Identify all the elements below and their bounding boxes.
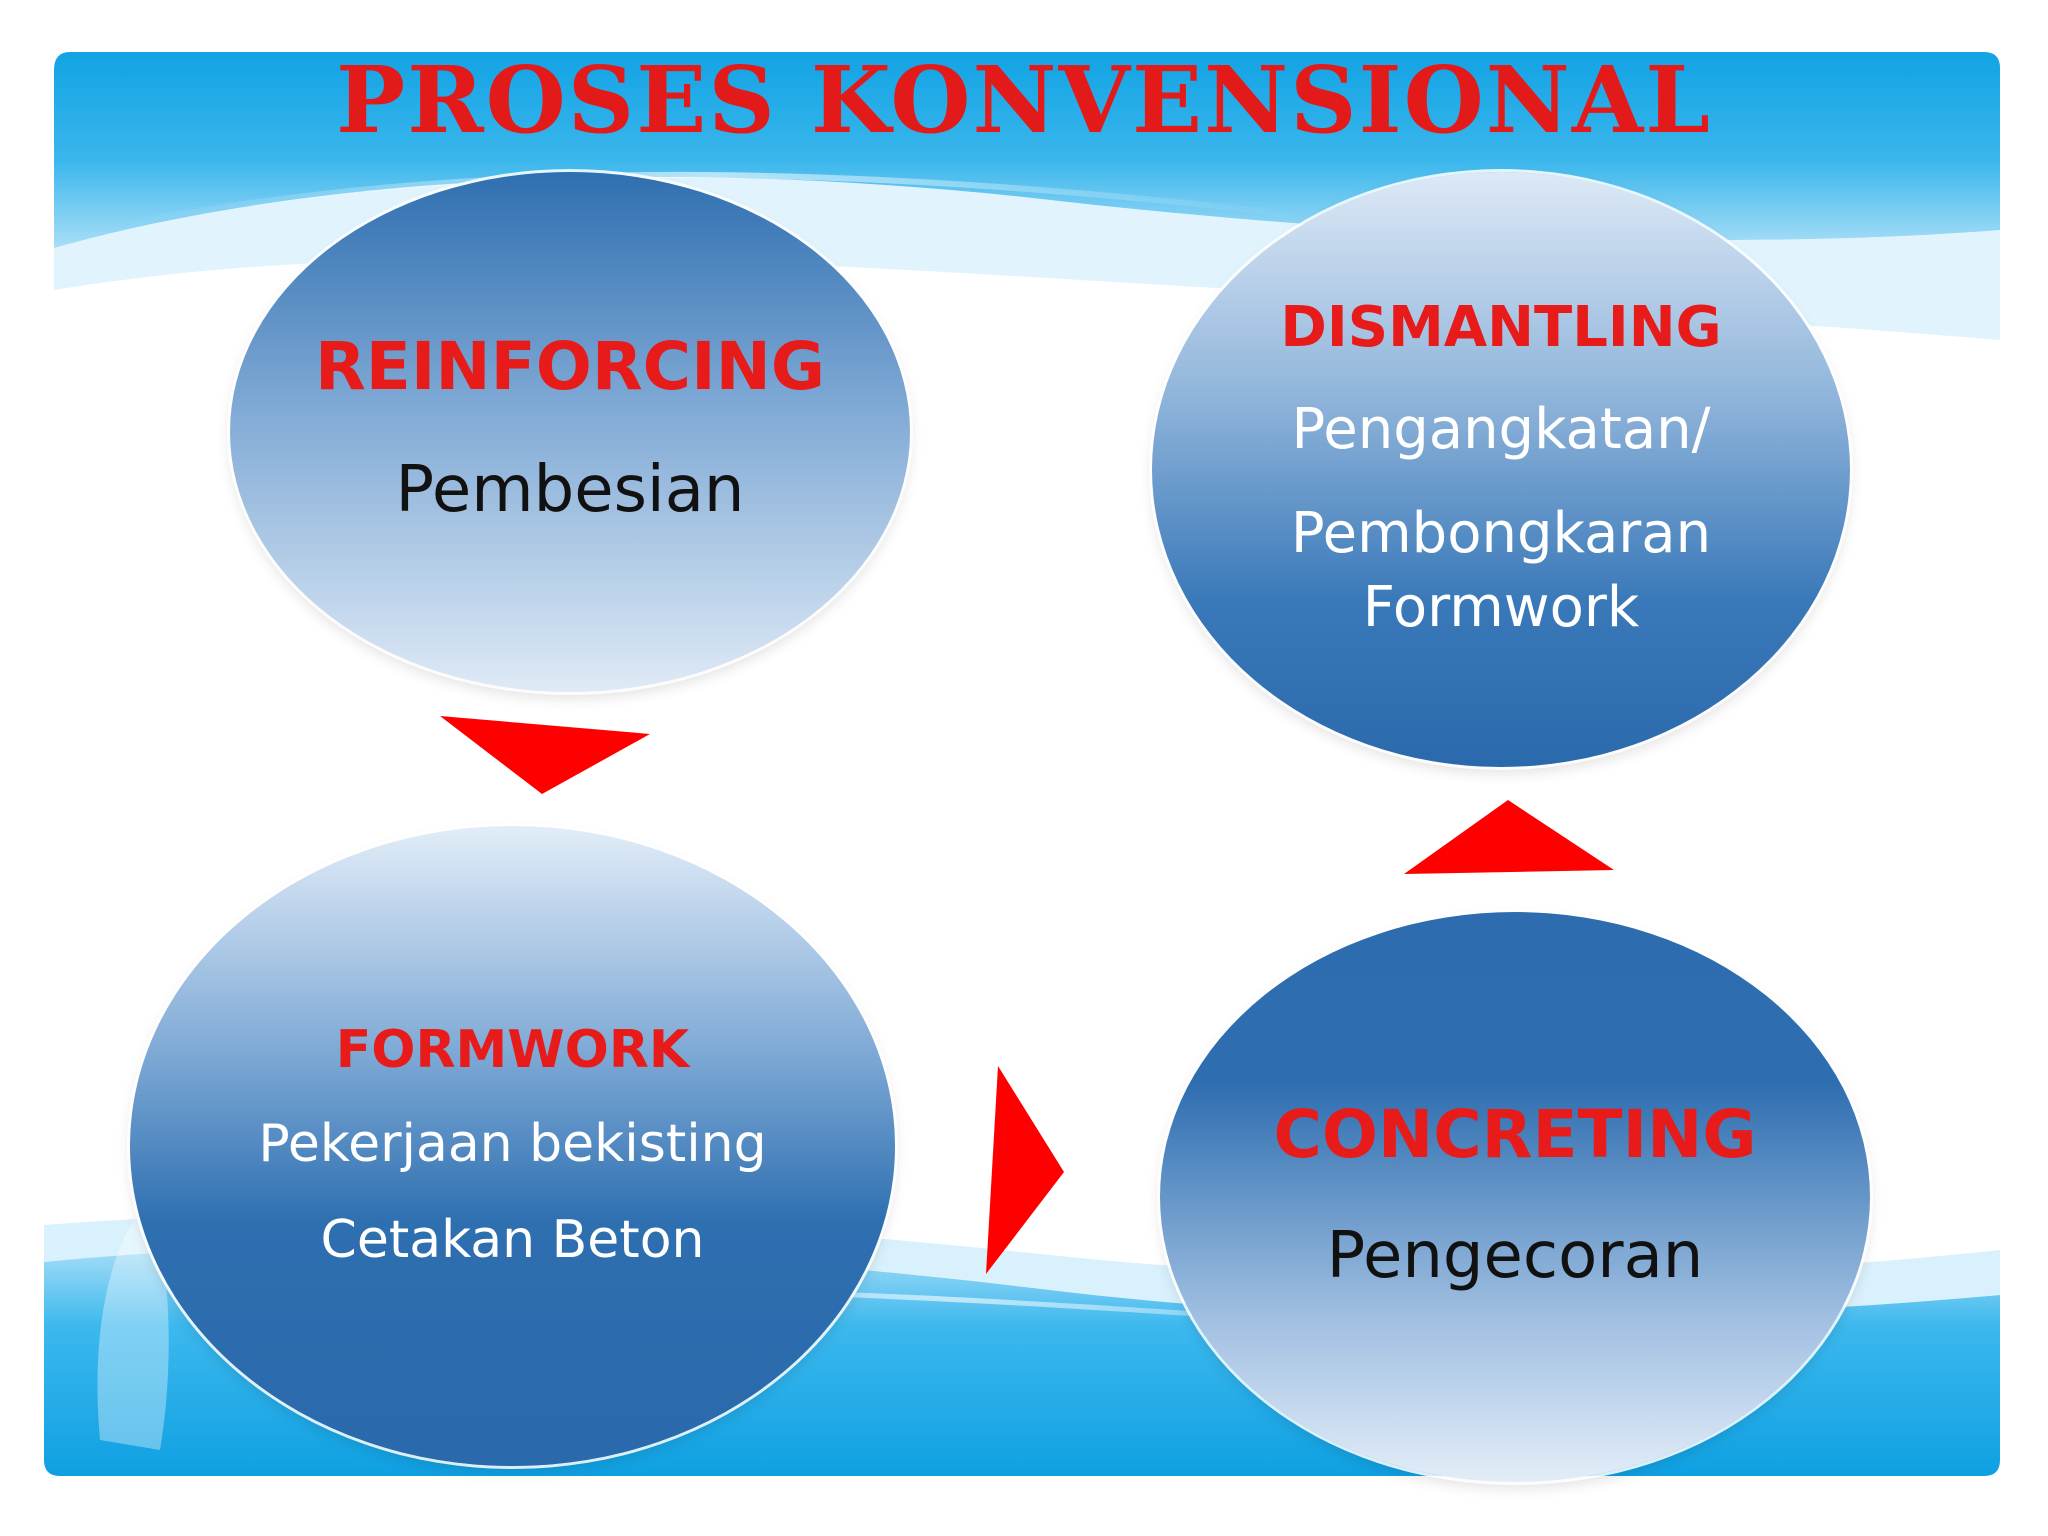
step-formwork: FORMWORK Pekerjaan bekisting Cetakan Bet…	[130, 826, 895, 1466]
page-title: PROSES KONVENSIONAL	[336, 46, 1712, 154]
step-concreting-text: Pengecoran	[1326, 1219, 1704, 1293]
step-formwork-text-1: Pekerjaan bekisting	[258, 1114, 767, 1174]
step-dismantling-text-3: Formwork	[1362, 575, 1640, 640]
step-dismantling: DISMANTLING Pengangkatan/ Pembongkaran F…	[1152, 172, 1850, 767]
step-formwork-heading: FORMWORK	[335, 1020, 690, 1080]
step-reinforcing-heading: REINFORCING	[314, 328, 826, 405]
arrow-reinforcing-to-formwork	[440, 716, 650, 794]
arrow-concreting-to-dismantling	[1404, 800, 1614, 874]
step-dismantling-text-1: Pengangkatan/	[1291, 397, 1711, 462]
step-reinforcing-text: Pembesian	[395, 453, 745, 527]
step-dismantling-heading: DISMANTLING	[1280, 295, 1722, 360]
step-reinforcing: REINFORCING Pembesian	[230, 172, 910, 692]
step-dismantling-text-2: Pembongkaran	[1290, 501, 1712, 566]
step-formwork-text-2: Cetakan Beton	[320, 1210, 705, 1270]
step-concreting: CONCRETING Pengecoran	[1160, 912, 1870, 1482]
step-concreting-heading: CONCRETING	[1273, 1096, 1757, 1173]
arrow-formwork-to-concreting	[986, 1066, 1064, 1274]
